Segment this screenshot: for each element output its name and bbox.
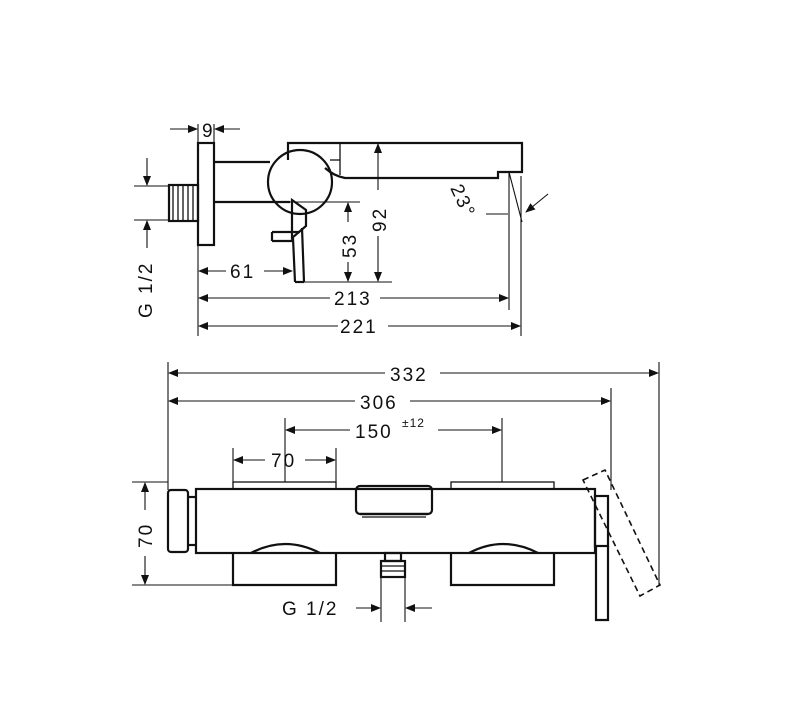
dim-70-height: 70 xyxy=(132,481,233,586)
dim-53: 53 xyxy=(225,201,361,283)
dim-70-height-label: 70 xyxy=(136,523,157,548)
dim-92-label: 92 xyxy=(370,207,391,232)
mixer-body-front xyxy=(194,487,597,555)
dim-221: 221 xyxy=(198,176,522,338)
dim-332-label: 332 xyxy=(390,365,428,386)
dim-thread-front: G 1/2 xyxy=(282,577,432,622)
dim-150: 150 ±12 xyxy=(284,416,503,482)
dim-9-label: 9 xyxy=(202,121,215,142)
diverter-lever-side xyxy=(270,197,308,284)
side-view: 9 G 1/2 61 53 xyxy=(134,121,549,338)
dim-150-tolerance: ±12 xyxy=(402,416,425,430)
center-button xyxy=(354,484,434,518)
dim-70-width-label: 70 xyxy=(271,451,296,472)
dim-61-label: 61 xyxy=(230,262,255,283)
dim-221-label: 221 xyxy=(340,317,378,338)
dim-9: 9 xyxy=(170,121,240,143)
wall-mount-left xyxy=(231,543,338,587)
dim-332: 332 xyxy=(167,362,660,585)
knob-side xyxy=(266,148,334,216)
dim-thread-front-label: G 1/2 xyxy=(282,599,338,620)
dim-angle: 23° xyxy=(445,171,549,310)
dim-213: 213 xyxy=(198,289,509,310)
inlet-connector xyxy=(167,183,200,223)
wall-plate xyxy=(196,141,216,247)
wall-mount-right xyxy=(449,543,556,587)
dim-70-width: 70 xyxy=(232,448,337,482)
dim-92: 92 xyxy=(360,143,392,283)
dim-150-label: 150 xyxy=(355,422,393,443)
left-end-cap xyxy=(166,488,190,554)
front-view: 332 306 150 ±12 70 xyxy=(132,362,662,622)
dim-213-label: 213 xyxy=(334,289,372,310)
dim-thread-side: G 1/2 xyxy=(134,158,169,318)
dim-306-label: 306 xyxy=(360,393,398,414)
dim-61: 61 xyxy=(197,245,293,336)
spout-outlet xyxy=(379,551,407,579)
spout xyxy=(286,141,524,180)
lever-handle-front xyxy=(581,468,662,622)
mixer-body-side xyxy=(214,148,334,216)
dim-53-label: 53 xyxy=(340,233,361,258)
dim-thread-side-label: G 1/2 xyxy=(136,262,157,318)
dim-angle-label: 23° xyxy=(445,181,479,221)
dim-306: 306 xyxy=(168,388,612,490)
